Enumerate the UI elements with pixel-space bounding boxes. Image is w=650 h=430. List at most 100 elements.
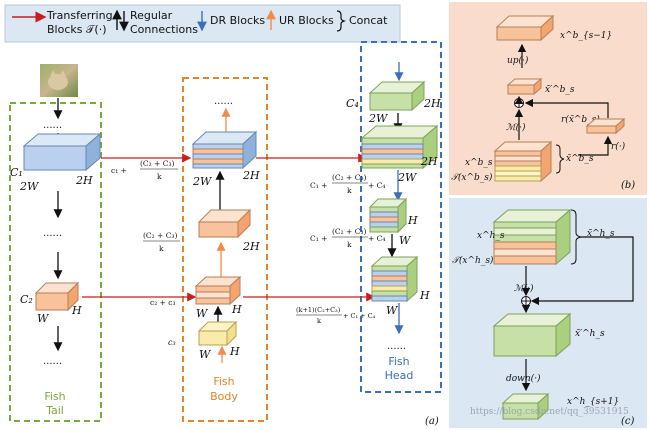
c-down-op: down(·) xyxy=(506,373,541,384)
tail-block-c1 xyxy=(22,132,102,172)
head-block-concat-1 xyxy=(360,124,439,170)
b-m-op: ℳ(·) xyxy=(506,122,526,133)
b-t-x: 𝒯(x^b_s) xyxy=(451,172,493,183)
fish-head-title-2: Head xyxy=(385,369,414,382)
head-ann-2-prefix: C₁ + xyxy=(310,234,327,243)
fish-body-title-1: Fish xyxy=(213,375,234,388)
c-arrow-residual xyxy=(530,236,634,306)
b-arrow-r-op xyxy=(578,135,613,156)
body-top-2w: 2W xyxy=(192,175,213,188)
head-ann-3-num: (k+1)(C₂+C₃) xyxy=(296,306,341,314)
b-arrow-r-to-add xyxy=(524,98,609,118)
body-c3-label: c₃ xyxy=(168,338,176,347)
body-ann-2-den: k xyxy=(159,244,164,253)
legend-ur-label: UR Blocks xyxy=(279,14,334,27)
head-block-c4 xyxy=(368,80,426,112)
head-concat-1-2h: 2H xyxy=(420,155,438,168)
head-c4-label: C₄ xyxy=(346,97,359,110)
body-base-h: H xyxy=(229,345,240,358)
body-low-w: W xyxy=(196,307,209,320)
fish-tail-box xyxy=(9,102,102,422)
body-ann-2-num: (C₂ + C₃) xyxy=(143,231,177,240)
head-ann-1-suffix: + C₄ xyxy=(368,181,385,190)
tail-h-label: H xyxy=(71,304,82,317)
fish-body-box xyxy=(182,77,268,422)
head-ann-3-den: k xyxy=(317,317,321,325)
body-block-base xyxy=(197,320,238,347)
legend-regular-label-1: Regular xyxy=(130,9,173,22)
head-c4-2h: 2H xyxy=(423,97,441,110)
c-x-tilde: x̃^h_s xyxy=(587,228,615,239)
legend-dr-label: DR Blocks xyxy=(210,14,265,27)
tail-block-c2 xyxy=(34,281,80,312)
body-mid-2h: 2H xyxy=(242,240,260,253)
tail-w-label: W xyxy=(37,312,50,325)
b-block-r xyxy=(585,117,626,135)
c-x-s: x^h_s xyxy=(477,231,505,241)
panel-b-label: (b) xyxy=(621,180,635,191)
head-ann-1-den: k xyxy=(347,186,352,195)
body-low-h: H xyxy=(231,303,242,316)
legend-concat-brace xyxy=(336,10,346,32)
panel-c: x^h_s 𝒯(x^h_s) x̃^h_s ℳ(·) x̃′^h_s down(… xyxy=(449,198,647,428)
c-x-out: x^h_{s+1} xyxy=(567,397,619,407)
head-concat-2-w: W xyxy=(386,304,399,317)
c-t-x: 𝒯(x^h_s) xyxy=(452,255,494,266)
tail-c2-label: C₂ xyxy=(20,293,33,306)
body-ellipsis: ...... xyxy=(214,96,233,107)
b-up-op: up(·) xyxy=(507,55,529,66)
head-ann-2-num: (C₂ + C₃) xyxy=(332,227,366,236)
fish-head-title-1: Fish xyxy=(388,355,409,368)
head-ann-1-num: (C₂ + C₃) xyxy=(332,173,366,182)
head-concat-2-h: H xyxy=(419,289,430,302)
fish-tail-title-1: Fish xyxy=(44,390,65,403)
panel-c-label: (c) xyxy=(621,416,635,427)
body-ann-1-den: k xyxy=(157,172,162,181)
body-block-low xyxy=(194,275,242,306)
head-ann-2-suffix: + C₄ xyxy=(368,234,385,243)
b-block-mid xyxy=(506,77,543,96)
c-m-op: ℳ(·) xyxy=(514,283,534,294)
tail-2w-label: 2W xyxy=(19,180,40,193)
legend-transferring-label-2: Blocks 𝒯(·) xyxy=(47,23,106,36)
body-block-top xyxy=(191,130,258,170)
head-ellipsis: ...... xyxy=(387,341,406,352)
body-top-2h: 2H xyxy=(242,169,260,182)
head-ann-3-suffix: + C₁ + C₄ xyxy=(343,312,376,320)
head-block-2-w: W xyxy=(399,234,412,247)
legend-bar: Transferring Blocks 𝒯(·) Regular Connect… xyxy=(4,4,401,43)
b-x-tilde: x̃^b_s xyxy=(566,153,594,164)
fish-head-box xyxy=(360,41,442,393)
c-block-mid xyxy=(492,312,572,358)
b-x-tilde-prime: x̃′^b_s xyxy=(545,84,575,95)
tail-c1-label: C₁ xyxy=(10,166,23,179)
b-concat-brace xyxy=(555,144,565,174)
head-c4-2w: 2W xyxy=(368,112,389,125)
panel-b: x^b_{s−1} up(·) x̃′^b_s ℳ(·) r(x̃^b_s) r… xyxy=(449,2,647,195)
head-block-2-h: H xyxy=(407,214,418,227)
fish-body-title-2: Body xyxy=(210,390,238,403)
b-r-tilde: r(x̃^b_s) xyxy=(561,114,600,125)
b-block-out xyxy=(495,14,555,42)
b-block-in xyxy=(493,140,553,183)
legend-concat-label: Concat xyxy=(349,14,388,27)
b-x-out: x^b_{s−1} xyxy=(560,31,612,41)
head-block-concat-2 xyxy=(370,255,419,303)
panel-a-label: (a) xyxy=(425,416,439,427)
head-ann-2-den: k xyxy=(347,240,352,249)
c-block-out xyxy=(501,392,550,421)
b-r-op: r(·) xyxy=(611,141,626,152)
tail-2h-label: 2H xyxy=(75,174,93,187)
b-x-s: x^b_s xyxy=(465,158,493,168)
fish-tail-title-2: Tail xyxy=(45,404,64,417)
head-block-2 xyxy=(368,197,408,234)
panel-a: Fish Tail Fish Body Fish Head ...... C₁ … xyxy=(9,41,442,427)
head-concat-1-2w: 2W xyxy=(397,171,418,184)
c-block-in xyxy=(492,208,572,266)
head-ann-1-prefix: C₁ + xyxy=(310,181,327,190)
legend-transferring-label-1: Transferring xyxy=(46,9,113,22)
tail-ellipsis-1: ...... xyxy=(43,120,62,131)
watermark: https://blog.csdn.net/qq_39531915 xyxy=(470,407,629,417)
body-base-w: W xyxy=(199,348,212,361)
